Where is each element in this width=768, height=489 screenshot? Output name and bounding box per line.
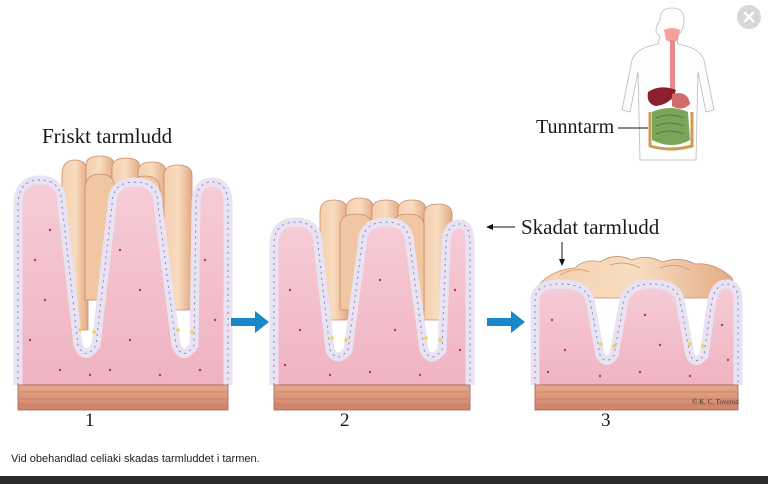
small-intestine-label: Tunntarm bbox=[536, 116, 615, 138]
stage-number-1: 1 bbox=[85, 410, 95, 431]
villi-block-damaged bbox=[269, 197, 475, 411]
arrow-right-icon bbox=[231, 311, 269, 333]
pointer-arrow-down-icon bbox=[559, 242, 565, 266]
villi-block-healthy bbox=[13, 155, 233, 411]
small-intestine bbox=[652, 108, 690, 145]
healthy-villi-title: Friskt tarmludd bbox=[42, 124, 173, 148]
human-body-inset bbox=[618, 7, 715, 161]
healthy-gland-cells bbox=[78, 328, 194, 334]
healthy-muscle-layer bbox=[17, 384, 229, 411]
damaged-villi-label: Skadat tarmludd bbox=[521, 215, 660, 239]
pointer-arrow-left-icon bbox=[486, 224, 515, 230]
image-caption: Vid obehandlad celiaki skadas tarmluddet… bbox=[11, 453, 260, 465]
healthy-tissue-speckles bbox=[28, 228, 217, 377]
arrow-right-icon bbox=[487, 311, 525, 333]
close-icon bbox=[743, 11, 755, 23]
illustrator-credit: © K. C. Toverud bbox=[692, 398, 739, 406]
stage-number-3: 3 bbox=[601, 410, 611, 431]
close-button[interactable] bbox=[737, 5, 761, 29]
stage-number-2: 2 bbox=[340, 410, 350, 431]
villi-block-flattened bbox=[530, 256, 743, 411]
bottom-bar bbox=[0, 476, 768, 484]
liver bbox=[647, 87, 676, 106]
